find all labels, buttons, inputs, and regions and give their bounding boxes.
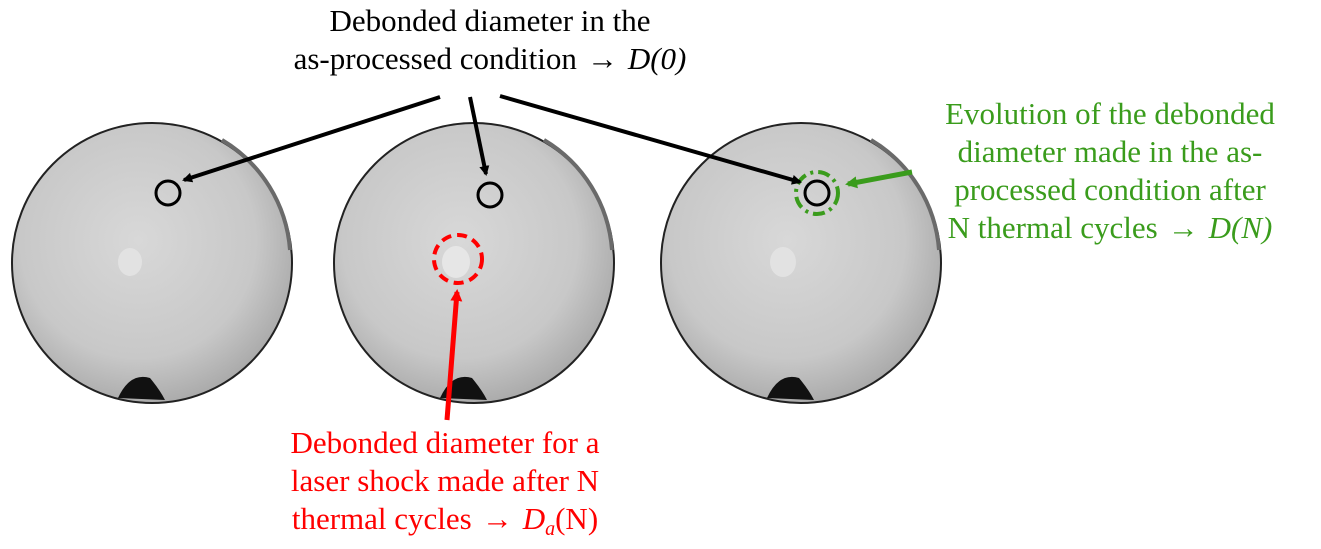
debonded-circle-asprocessed-1 bbox=[154, 179, 182, 207]
right-arrow-symbol: → bbox=[1167, 210, 1199, 245]
green-annotation-line4: N thermal cycles → D(N) bbox=[900, 209, 1320, 247]
laser-shock-debonded-circle bbox=[432, 233, 484, 285]
top-annotation-line1: Debonded diameter in the bbox=[329, 3, 651, 38]
red-annotation-line1: Debonded diameter for a bbox=[290, 425, 600, 460]
arrow-to-disk-3 bbox=[499, 94, 802, 185]
green-annotation-text: N thermal cycles bbox=[947, 210, 1158, 245]
top-annotation-line2: as-processed condition → D(0) bbox=[230, 40, 750, 78]
arrow-to-disk-2 bbox=[468, 96, 490, 176]
math-subscript-a: a bbox=[545, 518, 556, 540]
specimen-disk-1 bbox=[11, 122, 293, 404]
arrow-to-disk-1 bbox=[182, 95, 441, 183]
math-arg: (N) bbox=[555, 501, 599, 536]
disk-edge-highlight bbox=[220, 138, 292, 251]
disk-edge-highlight bbox=[869, 138, 941, 251]
debonded-circle-asprocessed-3 bbox=[803, 179, 831, 207]
arrow-green bbox=[845, 169, 913, 189]
specimen-disk-3 bbox=[660, 122, 942, 404]
disk-edge-shadow bbox=[118, 376, 165, 400]
red-annotation-line3: thermal cycles → Da(N) bbox=[230, 500, 660, 540]
math-d-var: D bbox=[522, 501, 546, 536]
right-arrow-symbol: → bbox=[586, 41, 618, 76]
green-annotation-line3: processed condition after bbox=[954, 172, 1266, 207]
math-d0: D(0) bbox=[627, 41, 687, 76]
red-annotation-line2: laser shock made after N bbox=[290, 463, 600, 498]
disk-edge-shadow bbox=[767, 376, 814, 400]
green-annotation-line1: Evolution of the debonded bbox=[945, 96, 1275, 131]
top-annotation: Debonded diameter in the as-processed co… bbox=[230, 2, 750, 78]
right-arrow-symbol: → bbox=[481, 501, 513, 536]
disk-edge-highlight bbox=[542, 138, 614, 251]
evolved-debonded-circle bbox=[794, 170, 840, 216]
top-annotation-text: as-processed condition bbox=[293, 41, 577, 76]
arrow-red bbox=[444, 289, 463, 421]
red-annotation: Debonded diameter for a laser shock made… bbox=[230, 424, 660, 540]
red-annotation-text: thermal cycles bbox=[291, 501, 472, 536]
green-annotation-line2: diameter made in the as- bbox=[957, 134, 1263, 169]
math-dn: D(N) bbox=[1208, 210, 1273, 245]
specimen-disk-2 bbox=[333, 122, 615, 404]
debonded-circle-asprocessed-2 bbox=[476, 181, 504, 209]
green-annotation: Evolution of the debonded diameter made … bbox=[900, 95, 1320, 247]
